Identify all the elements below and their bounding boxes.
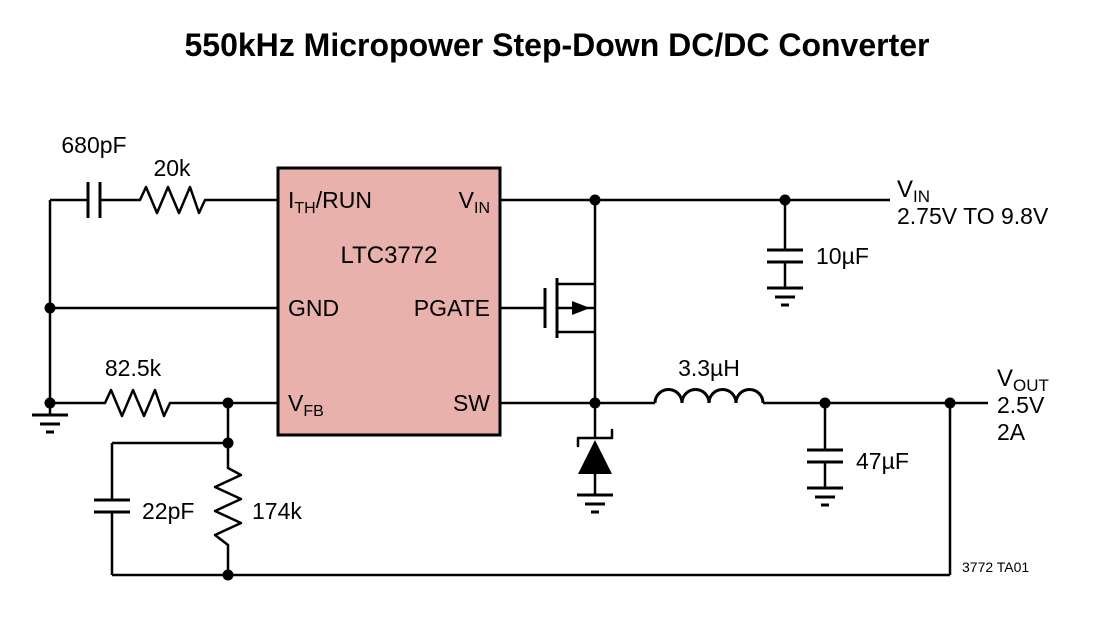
inductor-label: 3.3µH bbox=[678, 355, 740, 381]
junction-dot bbox=[944, 397, 956, 409]
vin-label-main: V bbox=[897, 176, 913, 203]
capacitor-10uf: 10µF bbox=[767, 243, 869, 269]
vin-label-sub: IN bbox=[913, 187, 930, 206]
diode-cathode-bar bbox=[576, 428, 614, 448]
ic-block: LTC3772 ITH/RUN GND VFB VIN PGATE SW bbox=[276, 166, 502, 437]
ground-symbol-cout bbox=[807, 486, 843, 507]
capacitor-22pf: 22pF bbox=[94, 498, 194, 524]
junction-dot bbox=[44, 302, 56, 314]
junction-dot bbox=[779, 194, 791, 206]
resistor-82-5k: 82.5k bbox=[103, 355, 172, 418]
resistor-20k: 20k bbox=[138, 155, 207, 215]
ic-body bbox=[276, 166, 502, 437]
capacitor-22pf-label: 22pF bbox=[142, 498, 194, 524]
resistor-174k-label: 174k bbox=[252, 498, 302, 524]
pin-label-gnd: GND bbox=[288, 295, 339, 321]
pin-ith-main: I bbox=[288, 187, 294, 213]
junction-dot bbox=[819, 397, 831, 409]
junction-dot bbox=[589, 397, 601, 409]
junction-dot bbox=[44, 397, 56, 409]
diode-triangle bbox=[578, 440, 612, 474]
mosfet-arrow bbox=[572, 301, 590, 315]
pin-label-sw: SW bbox=[453, 390, 490, 416]
junction-dot bbox=[222, 397, 234, 409]
inductor-3-3uh: 3.3µH bbox=[653, 355, 765, 404]
pin-ith-sub: TH bbox=[294, 200, 315, 217]
ground-symbol-left bbox=[32, 413, 68, 434]
resistor-82-5k-label: 82.5k bbox=[105, 355, 162, 381]
schottky-diode bbox=[576, 428, 614, 474]
capacitor-10uf-label: 10µF bbox=[816, 243, 869, 269]
pin-label-vin: VIN bbox=[459, 187, 490, 217]
pmos-transistor bbox=[543, 278, 597, 338]
resistor-zigzag bbox=[213, 466, 243, 547]
vout-label-sub: OUT bbox=[1013, 376, 1049, 395]
figure-note: 3772 TA01 bbox=[962, 559, 1029, 575]
pin-label-pgate: PGATE bbox=[414, 295, 490, 321]
capacitor-47uf-label: 47µF bbox=[856, 448, 909, 474]
junction-dot bbox=[589, 194, 601, 206]
ground-symbol-cin bbox=[767, 286, 803, 307]
capacitor-680pf: 680pF bbox=[61, 132, 127, 218]
vout-label: VOUT bbox=[997, 365, 1049, 395]
vout-current-label: 2A bbox=[997, 419, 1026, 445]
resistor-174k: 174k bbox=[213, 466, 302, 547]
pin-vfb-main: V bbox=[288, 390, 304, 416]
junction-dot bbox=[222, 569, 234, 581]
resistor-zigzag bbox=[138, 185, 207, 215]
pin-vin-sub: IN bbox=[474, 200, 490, 217]
pin-vfb-sub: FB bbox=[303, 403, 323, 420]
capacitor-47uf: 47µF bbox=[807, 448, 909, 474]
vin-label: VIN bbox=[897, 176, 930, 206]
schematic-title: 550kHz Micropower Step-Down DC/DC Conver… bbox=[184, 27, 929, 63]
ground-symbol-diode bbox=[577, 493, 613, 514]
pin-vin-main: V bbox=[459, 187, 475, 213]
vout-voltage-label: 2.5V bbox=[997, 392, 1045, 418]
capacitor-680pf-label: 680pF bbox=[61, 132, 126, 158]
pin-label-vfb: VFB bbox=[288, 390, 324, 420]
junction-dot bbox=[222, 437, 234, 449]
ic-part-number: LTC3772 bbox=[341, 242, 438, 269]
pin-ith-rest: /RUN bbox=[316, 187, 372, 213]
inductor-coils bbox=[653, 388, 765, 404]
junction-dots bbox=[44, 194, 956, 581]
resistor-20k-label: 20k bbox=[153, 155, 191, 181]
pin-label-ith-run: ITH/RUN bbox=[288, 187, 372, 217]
vin-range-label: 2.75V TO 9.8V bbox=[897, 203, 1049, 229]
vout-label-main: V bbox=[997, 365, 1013, 392]
vin-rail-label: VIN 2.75V TO 9.8V bbox=[897, 176, 1049, 229]
vout-rail-label: VOUT 2.5V 2A bbox=[997, 365, 1049, 445]
resistor-zigzag bbox=[103, 388, 172, 418]
